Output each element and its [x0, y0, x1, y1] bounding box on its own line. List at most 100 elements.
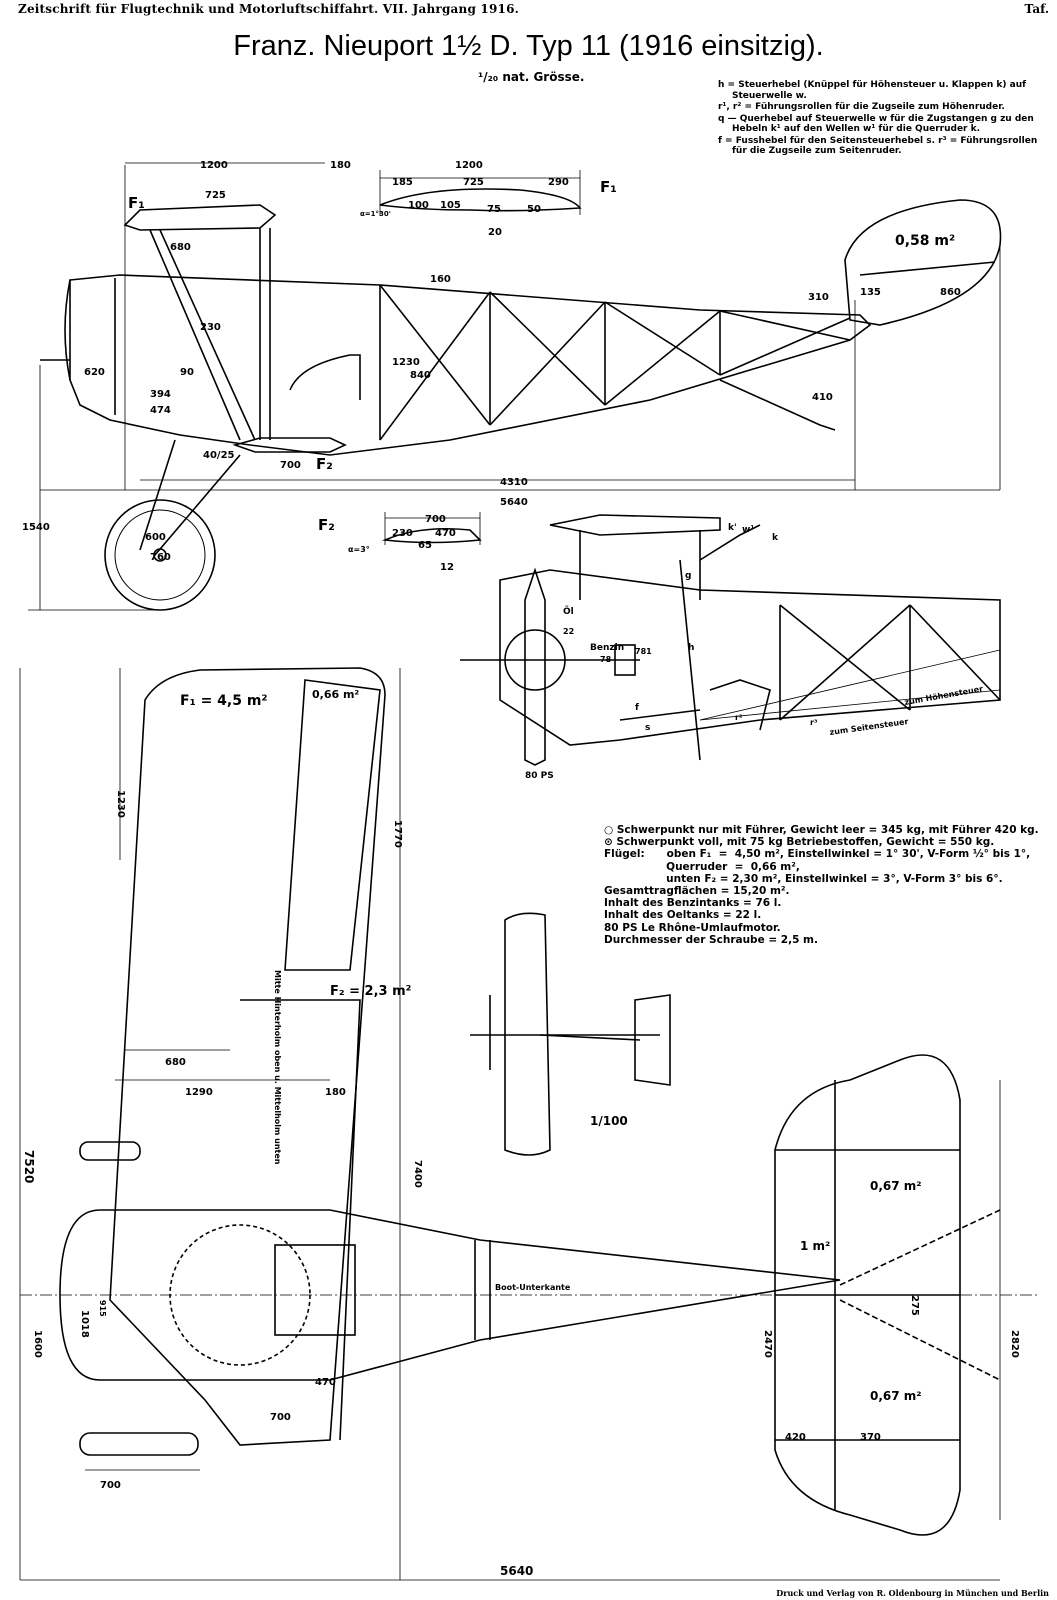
- dim-label: 1230: [392, 357, 420, 368]
- upper-wing-section: [549, 514, 721, 536]
- dim-label: 275: [909, 1295, 920, 1316]
- dim-label: 50: [527, 204, 541, 215]
- dim-label: 1290: [185, 1087, 213, 1098]
- fuselage-outline: [69, 274, 872, 456]
- cutaway-label: k: [772, 533, 779, 543]
- area-label: 0,67 m²: [870, 1389, 922, 1403]
- imprint: Druck und Verlag von R. Oldenbourg in Mü…: [776, 1588, 1049, 1598]
- spec-line: unten F₂ = 2,30 m², Einstellwinkel = 3°,…: [604, 872, 1003, 885]
- cutaway-label: r²: [735, 713, 743, 722]
- cutaway-label: w¹: [742, 525, 754, 535]
- dim-label: 1770: [392, 820, 403, 848]
- dim-label: 370: [860, 1432, 881, 1443]
- tail-skid: [719, 379, 836, 431]
- spec-line: Inhalt des Oeltanks = 22 l.: [604, 909, 762, 922]
- dim-label: 725: [463, 177, 484, 188]
- dim-label: 1018: [79, 1310, 90, 1338]
- spec-line: ○ Schwerpunkt nur mit Führer, Gewicht le…: [604, 824, 1039, 836]
- spec-line: ⊙ Schwerpunkt voll, mit 75 kg Betriebest…: [604, 836, 995, 849]
- airfoil-lower: [381, 512, 482, 545]
- dim-label: 230: [392, 528, 413, 539]
- dim-label: 1200: [200, 160, 228, 171]
- dim-label: 860: [940, 287, 961, 298]
- cutaway-label: zum Höhensteuer: [904, 684, 984, 707]
- spec-line: Inhalt des Benzintanks = 76 l.: [604, 897, 782, 910]
- dim-label: 90: [180, 367, 194, 378]
- dim-label: 700: [425, 514, 446, 525]
- dim-label: 600: [145, 532, 166, 543]
- propeller: [524, 567, 546, 766]
- spec-line: Gesamttragflächen = 15,20 m².: [604, 885, 790, 898]
- cutaway-view: [460, 514, 1001, 766]
- dim-label: 2470: [762, 1330, 773, 1358]
- dim-label: 680: [170, 242, 191, 253]
- cutaway-label: g: [685, 571, 691, 581]
- cutaway-label: 78: [600, 655, 612, 664]
- dim-label: 65: [418, 540, 432, 551]
- scale-note: ¹/₂₀ nat. Grösse.: [478, 70, 585, 84]
- aileron: [284, 679, 381, 971]
- legend-item: r¹, r² = Führungsrollen für die Zugseile…: [718, 102, 1005, 112]
- area-label: 1 m²: [800, 1239, 830, 1253]
- dim-label: 700: [280, 460, 301, 471]
- journal-header: Zeitschrift für Flugtechnik und Motorluf…: [18, 2, 519, 16]
- scale-label: 1/100: [590, 1114, 628, 1128]
- wing-label: F₂: [316, 455, 333, 473]
- dim-label: 4310: [500, 477, 528, 488]
- hull-note: Boot-Unterkante: [495, 1283, 571, 1292]
- control-legend: h = Steuerhebel (Knüppel für Höhensteuer…: [718, 80, 1048, 158]
- dim-label: 680: [165, 1057, 186, 1068]
- spec-line: Querruder = 0,66 m²,: [604, 860, 800, 873]
- dim-label: 310: [808, 292, 829, 303]
- dim-label: 160: [430, 274, 451, 285]
- specifications: ○ Schwerpunkt nur mit Führer, Gewicht le…: [604, 824, 1044, 946]
- legend-item: f = Fusshebel für den Seitensteuerhebel …: [718, 135, 1038, 157]
- dim-label: 725: [205, 190, 226, 201]
- dim-label: 105: [440, 200, 461, 211]
- dim-label: 394: [150, 389, 171, 400]
- dim-label: 5640: [500, 1564, 533, 1578]
- dim-label: 1230: [115, 790, 126, 818]
- dim-label: 620: [84, 367, 105, 378]
- area-label: 0,58 m²: [895, 233, 955, 249]
- upper-wing-side: [123, 204, 277, 231]
- dim-label: 5640: [500, 497, 528, 508]
- engine-cowling: [64, 278, 116, 415]
- upper-wing-plan: [109, 667, 386, 1446]
- spec-line: 80 PS Le Rhône-Umlaufmotor.: [604, 921, 781, 934]
- wheel-plan: [79, 1432, 199, 1456]
- spar-note: Mitte Hinterholm oben u. Mittelholm unte…: [273, 970, 282, 1165]
- cutaway-label: k': [728, 523, 737, 533]
- legend-item: q — Querhebel auf Steuerwelle w für die …: [718, 113, 1034, 135]
- plate-label: Taf.: [1024, 2, 1049, 16]
- cockpit-opening: [274, 1244, 356, 1336]
- cutaway-label: s: [645, 723, 650, 733]
- plan-view: [19, 667, 1040, 1581]
- dim-label: 185: [392, 177, 413, 188]
- dim-label: 1200: [455, 160, 483, 171]
- lower-wing-plan: [240, 999, 361, 1441]
- dim-label: 180: [330, 160, 351, 171]
- dim-label: 7400: [412, 1160, 423, 1188]
- dim-label: 1540: [22, 522, 50, 533]
- cutaway-label: 22: [563, 627, 574, 636]
- dim-label: 410: [812, 392, 833, 403]
- wing-label: F₂ = 2,3 m²: [330, 984, 411, 999]
- dim-label: 12: [440, 562, 454, 573]
- fuselage-plan: [59, 1209, 841, 1381]
- rudder-side: [844, 199, 1002, 326]
- dim-label: 470: [435, 528, 456, 539]
- cutaway-label: r³: [810, 718, 818, 727]
- dim-label: 700: [100, 1480, 121, 1491]
- dim-label: 290: [548, 177, 569, 188]
- dim-label: 470: [315, 1377, 336, 1388]
- dim-label: 75: [487, 204, 501, 215]
- cutaway-label: zum Seitensteuer: [829, 717, 909, 737]
- airfoil-upper: [379, 170, 582, 215]
- cutaway-label: Benzin: [590, 643, 624, 653]
- dim-label: α=1°30': [360, 210, 391, 218]
- dim-label: 915: [98, 1300, 107, 1317]
- wing-label: F₁: [600, 178, 617, 196]
- spec-line: Flügel: oben F₁ = 4,50 m², Einstellwinke…: [604, 848, 1031, 861]
